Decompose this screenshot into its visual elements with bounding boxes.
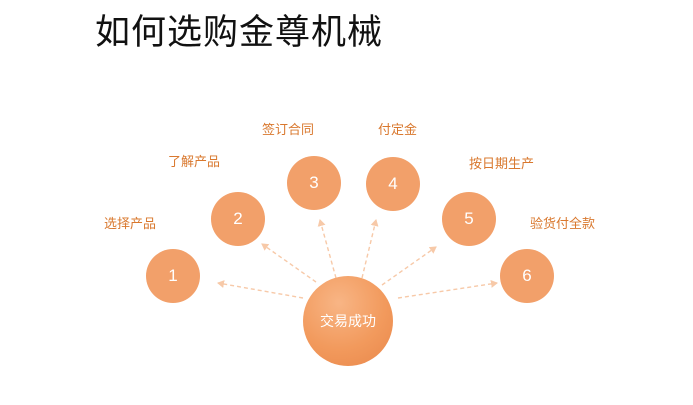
- page-title: 如何选购金尊机械: [95, 13, 384, 53]
- connector-arrow-6: [397, 279, 498, 299]
- step-6-circle: 6: [500, 249, 554, 303]
- step-5-label: 按日期生产: [469, 157, 535, 172]
- step-1-circle: 1: [146, 249, 200, 303]
- connector-arrow-5: [381, 246, 437, 286]
- step-2-label: 了解产品: [168, 155, 221, 170]
- center-success-circle: 交易成功: [303, 276, 393, 366]
- step-3-label: 签订合同: [262, 123, 315, 138]
- step-1-label: 选择产品: [104, 217, 157, 232]
- step-4-label: 付定金: [378, 123, 418, 138]
- step-3-circle: 3: [287, 156, 341, 210]
- step-5-circle: 5: [442, 192, 496, 246]
- connector-arrow-3: [317, 219, 337, 279]
- connector-arrow-4: [361, 219, 379, 279]
- step-2-circle: 2: [211, 192, 265, 246]
- step-6-label: 验货付全款: [530, 217, 596, 232]
- connector-arrow-2: [261, 243, 317, 283]
- step-4-circle: 4: [366, 157, 420, 211]
- connector-arrow-1: [217, 280, 304, 299]
